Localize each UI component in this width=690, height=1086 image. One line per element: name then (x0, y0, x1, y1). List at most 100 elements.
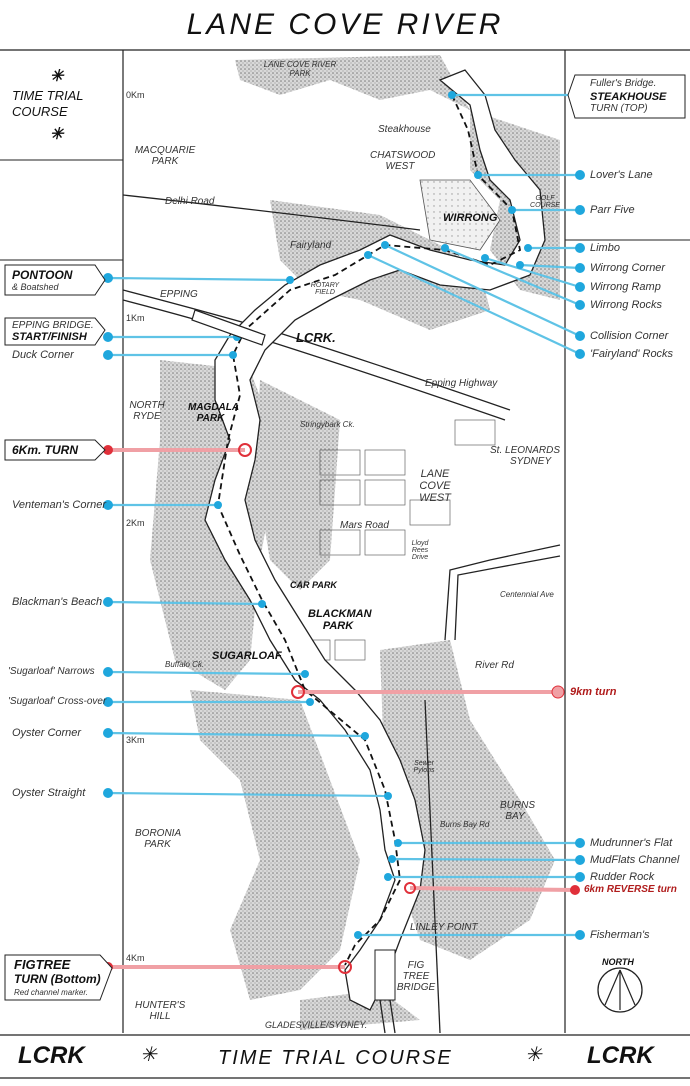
map-river-rd: River Rd (475, 660, 514, 671)
footer-right: LCRK (587, 1042, 654, 1069)
marker-sugarloaf-narrows (103, 667, 113, 677)
label-pontoon-sub: & Boatshed (12, 282, 59, 292)
marker-wirrong-rocks (575, 300, 585, 310)
terrain-lower-west (190, 690, 360, 1000)
time-trial-line2: COURSE (12, 104, 68, 119)
marker-oyster-corner (103, 728, 113, 738)
marker-fishermans (575, 930, 585, 940)
label-fishermans: Fisherman's (590, 929, 650, 941)
map-car-park: CAR PARK (290, 580, 337, 590)
fig-tree-bridge (374, 949, 396, 1001)
label-sugarloaf-narrows: 'Sugarloaf' Narrows (8, 666, 95, 677)
label-parr-five: Parr Five (590, 204, 635, 216)
marker-fairyland-rocks (575, 349, 585, 359)
label-wirrong-ramp: Wirrong Ramp (590, 281, 661, 293)
label-limbo: Limbo (590, 242, 620, 254)
label-venteman: Venteman's Corner (12, 499, 107, 511)
map-epping: EPPING (160, 289, 198, 300)
time-trial-star-top: ✳ (50, 68, 64, 85)
map-lloyd-rees: Lloyd Rees Drive (411, 540, 429, 561)
label-lovers-lane: Lover's Lane (590, 169, 653, 181)
map-chatswood-west: CHATSWOOD WEST (370, 150, 436, 172)
km-4: 4Km (126, 953, 145, 963)
km-0: 0Km (126, 90, 145, 100)
label-figtree: FIGTREE (14, 957, 71, 972)
map-buffalo-ck: Buffalo Ck. (165, 660, 205, 669)
map-burns-bay: BURNS BAY (500, 800, 536, 822)
marker-parr-five (575, 205, 585, 215)
terrain-east-mid (255, 380, 340, 590)
footer-left: LCRK (18, 1042, 85, 1069)
marker-9km-turn (551, 685, 565, 699)
map-north-ryde: NORTH RYDE (129, 400, 165, 422)
marker-start-finish (103, 332, 113, 342)
marker-limbo (575, 243, 585, 253)
map-centennial: Centennial Ave (500, 590, 554, 599)
map-macquarie-park: MACQUARIE PARK (134, 145, 196, 167)
map-wirrong: WIRRONG (443, 212, 498, 224)
label-mudrunners-flat: Mudrunner's Flat (590, 837, 673, 849)
marker-duck-corner (103, 350, 113, 360)
label-oyster-straight: Oyster Straight (12, 787, 86, 799)
label-oyster-corner: Oyster Corner (12, 727, 82, 739)
marker-venteman (103, 500, 113, 510)
label-turn-top: TURN (TOP) (590, 103, 648, 114)
map-steakhouse: Steakhouse (378, 124, 431, 135)
map-rotary-field: ROTARY FIELD (310, 282, 340, 296)
map-title: LANE COVE RIVER (186, 8, 504, 41)
suburb-grid (299, 419, 496, 661)
footer-star-right: ✳ (525, 1044, 542, 1066)
map-boronia-park: BORONIA PARK (135, 828, 182, 850)
km-3: 3Km (126, 735, 145, 745)
marker-lovers-lane (575, 170, 585, 180)
map-gladesville: GLADESVILLE/SYDNEY. (265, 1020, 368, 1030)
map-sugarloaf: SUGARLOAF (212, 650, 282, 662)
map-hunters-hill: HUNTER'S HILL (135, 1000, 186, 1022)
terrain-wirrong (419, 179, 501, 251)
label-wirrong-corner: Wirrong Corner (590, 262, 666, 274)
map-stringybark: Stringybark Ck. (300, 420, 355, 429)
marker-mudrunners-flat (575, 838, 585, 848)
map-linley-point: LINLEY POINT (410, 922, 478, 933)
marker-wirrong-ramp (575, 282, 585, 292)
map-magdala-park: MAGDALA PARK (188, 402, 240, 424)
footer-center: TIME TRIAL COURSE (218, 1047, 453, 1069)
map-sydney: SYDNEY (510, 456, 552, 467)
label-6km-turn: 6Km. TURN (12, 443, 79, 457)
map-lane-cove-river-park: LANE COVE RIVER PARK (263, 60, 337, 78)
map-fig-tree-bridge: FIG TREE BRIDGE (396, 960, 436, 993)
blue-markers (103, 90, 585, 940)
roads (122, 194, 561, 1034)
marker-oyster-straight (103, 788, 113, 798)
label-rudder-rock: Rudder Rock (590, 871, 655, 883)
map-blackman-park: BLACKMAN PARK (308, 608, 372, 632)
map-lcrk: LCRK. (296, 330, 336, 345)
marker-6km-turn (103, 445, 113, 455)
label-start-finish: START/FINISH (12, 331, 87, 343)
time-trial-star-bottom: ✳ (50, 126, 64, 143)
marker-6km-reverse (570, 885, 580, 895)
marker-wirrong-corner (575, 263, 585, 273)
north-arrow (597, 967, 643, 1013)
left-label-boxes (4, 264, 113, 1001)
terrain-top (235, 55, 470, 110)
marker-rudder-rock (575, 872, 585, 882)
blue-leader-lines (107, 93, 581, 937)
map-epping-highway: Epping Highway (425, 378, 498, 389)
label-pontoon: PONTOON (12, 268, 73, 282)
label-epping-bridge: EPPING BRIDGE. (12, 320, 94, 331)
label-9km-turn: 9km turn (570, 686, 617, 698)
km-2: 2Km (126, 518, 145, 528)
map-north: NORTH (602, 957, 634, 967)
km-1: 1Km (126, 313, 145, 323)
map-fairyland: Fairyland (290, 240, 332, 251)
label-blackmans-beach: Blackman's Beach (12, 596, 103, 608)
label-collision-corner: Collision Corner (590, 330, 669, 342)
marker-sugarloaf-crossover (103, 697, 113, 707)
time-trial-line1: TIME TRIAL (12, 88, 84, 103)
marker-blackmans-beach (103, 597, 113, 607)
map-delhi-road: Delhi Road (165, 196, 215, 207)
map-st-leonards: St. LEONARDS (490, 445, 561, 456)
map-burns-bay-rd: Burns Bay Rd (440, 820, 490, 829)
